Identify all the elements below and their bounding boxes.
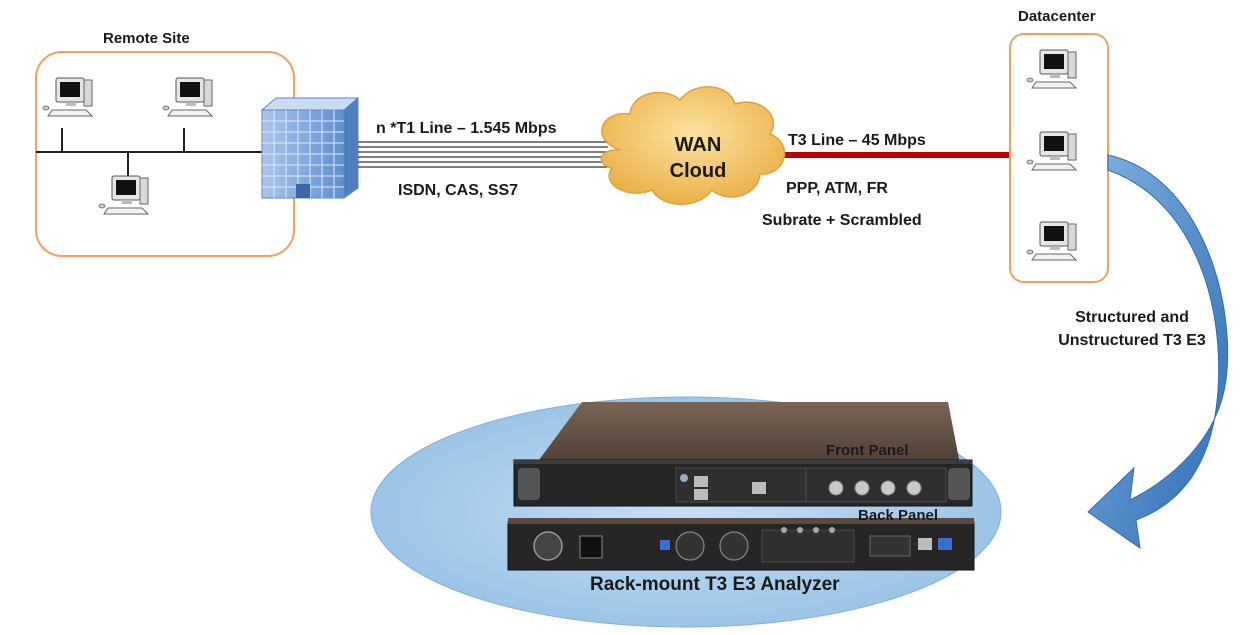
wan-cloud-label: WAN Cloud <box>658 132 738 184</box>
t3-line-label: T3 Line – 45 Mbps <box>788 132 926 149</box>
t3-modes-label: Subrate + Scrambled <box>762 212 922 229</box>
office-building-icon <box>260 96 360 199</box>
datacenter-label: Datacenter <box>1018 8 1096 25</box>
front-panel-device <box>513 402 973 507</box>
back-panel-label: Back Panel <box>858 507 939 524</box>
front-panel-label: Front Panel <box>826 442 909 459</box>
curved-arrow-icon <box>1087 154 1229 550</box>
remote-site-label: Remote Site <box>103 30 190 47</box>
analyzer-label: Rack-mount T3 E3 Analyzer <box>590 574 840 595</box>
back-panel-device <box>507 518 975 571</box>
structured-line2: Unstructured T3 E3 <box>1058 332 1206 349</box>
structured-line1: Structured and <box>1075 309 1189 326</box>
t1-lines <box>358 141 608 168</box>
t3-protocols-label: PPP, ATM, FR <box>786 180 888 197</box>
wan-cloud-icon <box>600 86 786 205</box>
structured-label: Structured and Unstructured T3 E3 <box>1034 306 1230 352</box>
wan-cloud-line1: WAN <box>674 134 722 156</box>
wan-cloud-line2: Cloud <box>669 160 727 182</box>
t1-protocols-label: ISDN, CAS, SS7 <box>398 182 519 199</box>
t1-line-label: n *T1 Line – 1.545 Mbps <box>376 120 557 137</box>
